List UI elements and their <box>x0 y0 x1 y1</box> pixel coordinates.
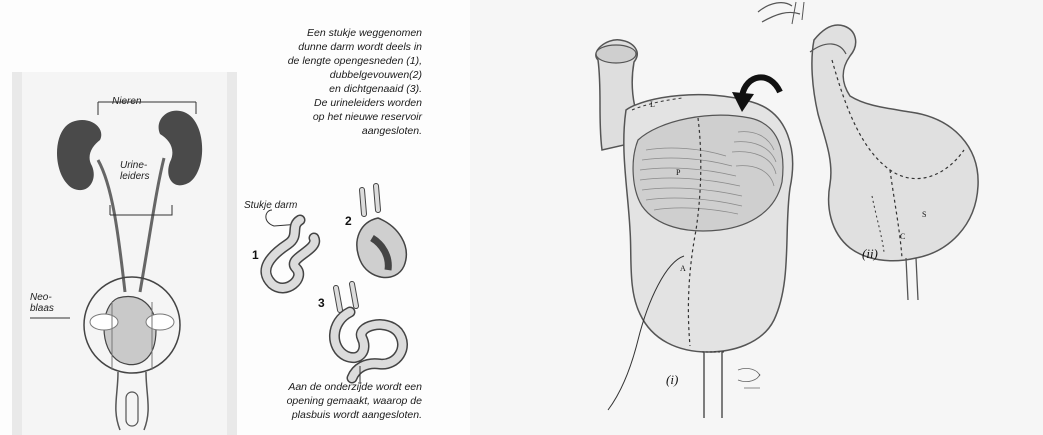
pouch-ii <box>812 25 978 261</box>
label-kidneys: Nieren <box>112 96 141 107</box>
label-ureters-line1: Urine- <box>120 160 147 171</box>
caption-top: Een stukje weggenomen dunne darm wordt d… <box>220 26 422 138</box>
outlet-ii <box>906 258 918 300</box>
label-neobladder-line1: Neo- <box>30 292 52 303</box>
neobladder-illustration: Nieren Urine- leiders Neo- blaas Stukje … <box>0 0 470 435</box>
curved-arrow <box>742 77 780 96</box>
label-ii: (ii) <box>862 246 878 262</box>
surgical-drawing <box>470 0 1043 435</box>
letter-P: P <box>676 168 680 177</box>
scissors-sketch <box>738 368 760 388</box>
letter-L: L <box>650 100 655 109</box>
pouch-interior <box>633 115 783 231</box>
letter-C: C <box>900 232 905 241</box>
label-bowel-piece: Stukje darm <box>244 200 297 211</box>
letter-S: S <box>922 210 926 219</box>
label-i: (i) <box>666 372 678 388</box>
step-3-number: 3 <box>318 296 325 310</box>
label-ureters-line2: leiders <box>120 171 149 182</box>
step-2-number: 2 <box>345 214 352 228</box>
outlet-i <box>704 352 722 418</box>
letter-A: A <box>680 264 686 273</box>
step-1-number: 1 <box>252 248 259 262</box>
surgical-illustration: L P A S C (i) (ii) <box>470 0 1043 435</box>
label-neobladder-line2: blaas <box>30 303 54 314</box>
caption-bottom: Aan de onderzijde wordt een opening gema… <box>210 380 422 422</box>
